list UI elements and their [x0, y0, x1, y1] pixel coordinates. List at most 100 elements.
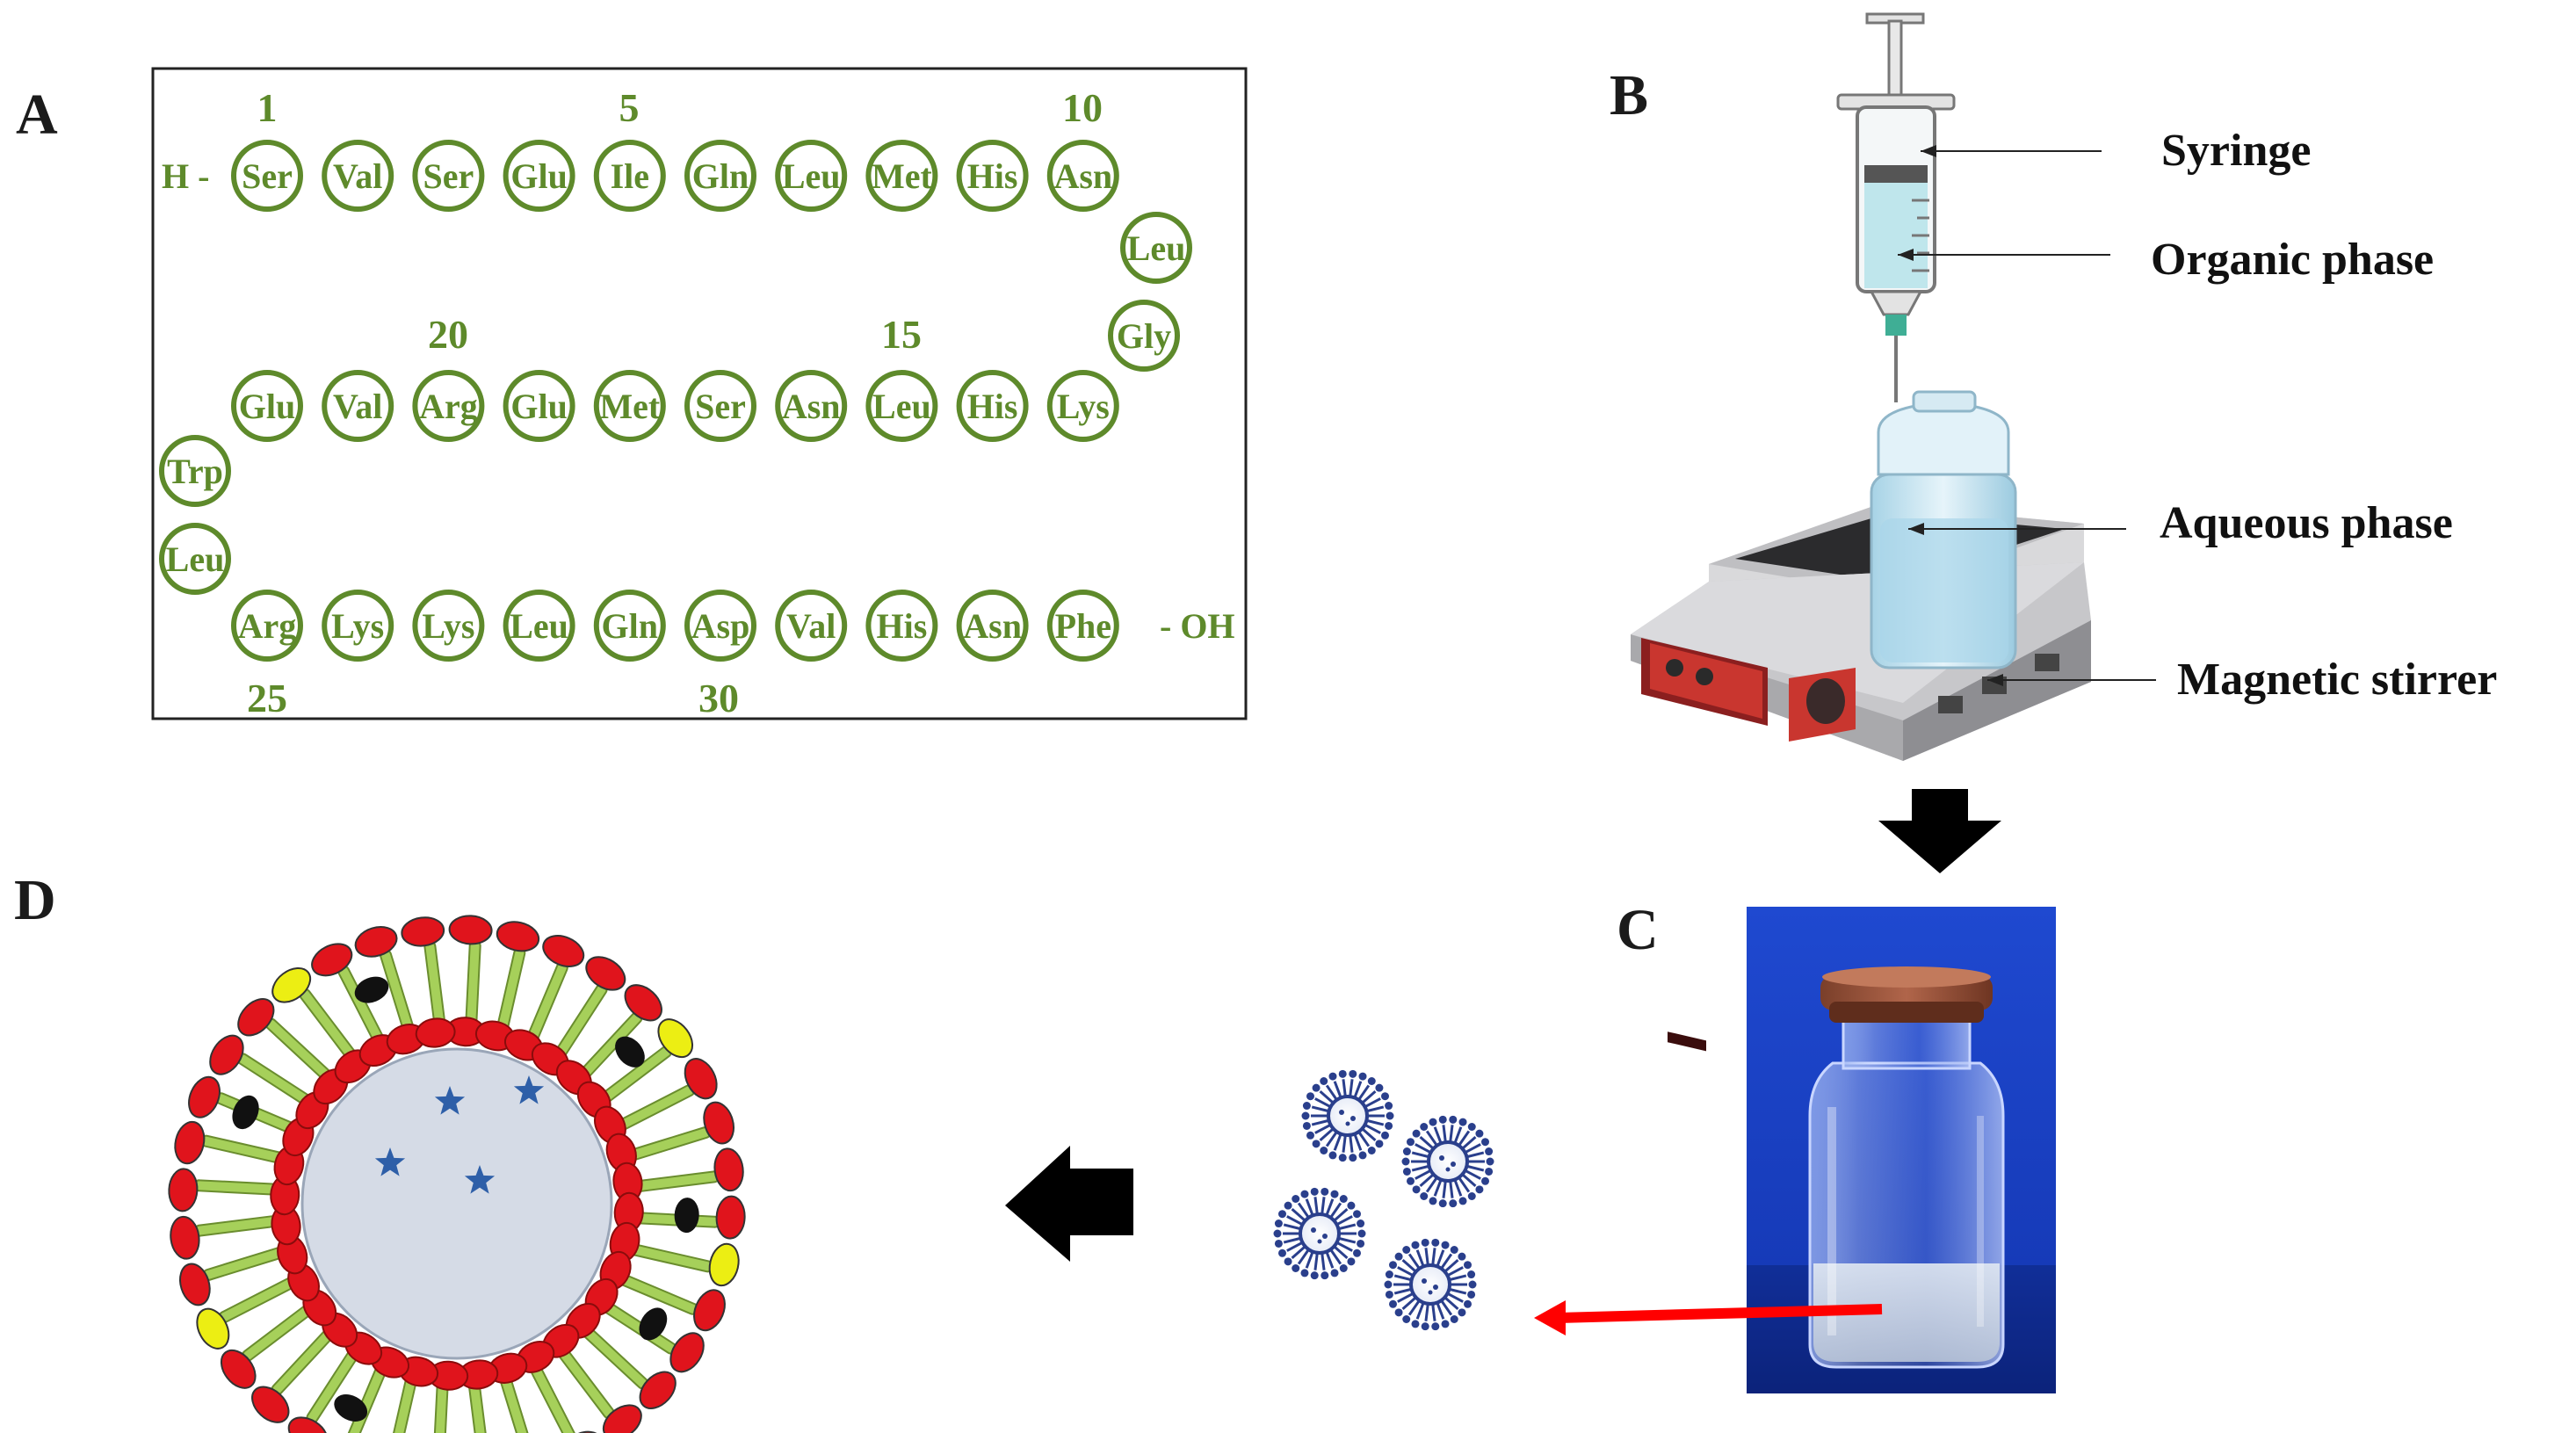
residue-label: Leu	[1127, 228, 1186, 268]
nanoparticle-icon	[1273, 1187, 1366, 1280]
residue-label: Lys	[331, 606, 384, 646]
residue-label: Leu	[510, 606, 568, 646]
residue-label: Glu	[510, 156, 567, 196]
residue-label: Leu	[166, 539, 225, 579]
lipid-outer-head-red	[703, 1101, 734, 1145]
lipid-outer-head-yellow	[271, 966, 312, 1003]
down-arrow-icon	[1878, 789, 2001, 873]
drug-star-icon	[464, 1165, 496, 1194]
residue-circle	[412, 370, 485, 442]
lipid-outer-head-yellow	[196, 1307, 230, 1350]
setup-callouts	[1898, 145, 2156, 686]
residue-label: Met	[872, 156, 933, 196]
residue-circle	[865, 590, 938, 662]
nanoparticle-cluster	[1273, 1069, 1494, 1331]
lipid-outer-head-red	[287, 1416, 329, 1433]
residue-label: His	[967, 387, 1018, 426]
lipid-outer-head-red	[209, 1034, 244, 1075]
residue-circle	[1108, 300, 1180, 372]
residue-circle	[159, 523, 231, 595]
peptide-particle	[615, 1036, 645, 1068]
lipid-outer-head-red	[585, 956, 626, 991]
residue-position-label: 10	[1062, 85, 1103, 130]
lipid-outer-head-red	[179, 1263, 211, 1306]
lipid-outer-head-red	[542, 935, 585, 967]
left-arrow-icon	[1005, 1146, 1133, 1262]
residue-label: Asn	[782, 387, 841, 426]
lipid-outer-head-red	[684, 1058, 718, 1100]
residue-circle	[231, 370, 303, 442]
residue-label: His	[967, 156, 1018, 196]
residue-position-label: 5	[619, 85, 640, 130]
lipid-outer-head-red	[401, 916, 445, 947]
nanoparticle-icon	[1384, 1238, 1477, 1331]
lipid-outer-head-yellow	[708, 1242, 740, 1287]
residue-label: Ser	[242, 156, 293, 196]
residue-circle	[775, 140, 848, 212]
residue-circle	[775, 590, 848, 662]
residue-circle	[231, 590, 303, 662]
residue-circle	[684, 590, 756, 662]
residue-label: Val	[786, 606, 836, 646]
drug-star-icon	[513, 1075, 545, 1104]
residue-circle	[593, 370, 666, 442]
residue-label: Lys	[1057, 387, 1110, 426]
aqueous-vial	[1870, 390, 2017, 669]
residue-circle	[412, 590, 485, 662]
panel-label-b: B	[1610, 63, 1648, 127]
residue-circle	[231, 140, 303, 212]
lipid-outer-head-red	[602, 1404, 642, 1433]
residue-circle	[503, 590, 575, 662]
residue-circle	[593, 140, 666, 212]
residue-label: Gln	[692, 156, 749, 196]
residue-circle	[956, 370, 1029, 442]
residue-label: Leu	[782, 156, 841, 196]
organic-phase-label: Organic phase	[2151, 235, 2434, 285]
residue-label: Asn	[1053, 156, 1112, 196]
panel-label-d: D	[14, 868, 56, 932]
residue-circle	[1046, 140, 1119, 212]
residue-label: Lys	[422, 606, 474, 646]
nanocarrier-schematic	[168, 915, 746, 1433]
peptide-particle	[674, 1198, 699, 1234]
syringe	[1836, 12, 1956, 402]
lipid-outer-head-red	[220, 1349, 257, 1389]
residue-label: Trp	[167, 452, 223, 491]
residue-label: His	[877, 606, 928, 646]
red-arrow-icon	[1534, 1300, 1883, 1335]
residue-label: Gly	[1117, 316, 1171, 356]
residue-position-label: 1	[257, 85, 278, 130]
residue-circle	[956, 590, 1029, 662]
residue-circle	[503, 140, 575, 212]
lipid-outer-head-red	[669, 1332, 705, 1373]
lipid-outer-head-red	[639, 1371, 677, 1409]
panel-label-c: C	[1617, 898, 1659, 962]
aqueous-phase-label: Aqueous phase	[2160, 498, 2453, 548]
lipid-outer-head-yellow	[657, 1018, 694, 1059]
residue-position-label: 25	[247, 676, 287, 720]
residue-label: Ile	[611, 156, 649, 196]
peptide-particle	[354, 976, 389, 1003]
residue-circle	[865, 140, 938, 212]
c-terminus-label: - OH	[1160, 606, 1235, 646]
lipid-outer-head-red	[624, 984, 662, 1022]
residue-circle	[322, 370, 394, 442]
residue-circle	[684, 370, 756, 442]
lipid-outer-head-red	[188, 1075, 221, 1118]
residue-circle	[412, 140, 485, 212]
residue-label: Val	[333, 156, 382, 196]
residue-label: Glu	[510, 387, 567, 426]
drug-star-icon	[374, 1147, 406, 1176]
nanoparticle-icon	[1401, 1115, 1494, 1208]
panel-label-a: A	[16, 83, 58, 147]
residue-position-label: 30	[698, 676, 739, 720]
residue-circle	[1120, 212, 1192, 284]
residue-circle	[322, 140, 394, 212]
lipid-outer-head-red	[693, 1289, 726, 1332]
residue-label: Arg	[238, 606, 297, 646]
lipid-outer-head-red	[354, 926, 398, 958]
residue-circle	[1046, 370, 1119, 442]
residue-circle	[684, 140, 756, 212]
